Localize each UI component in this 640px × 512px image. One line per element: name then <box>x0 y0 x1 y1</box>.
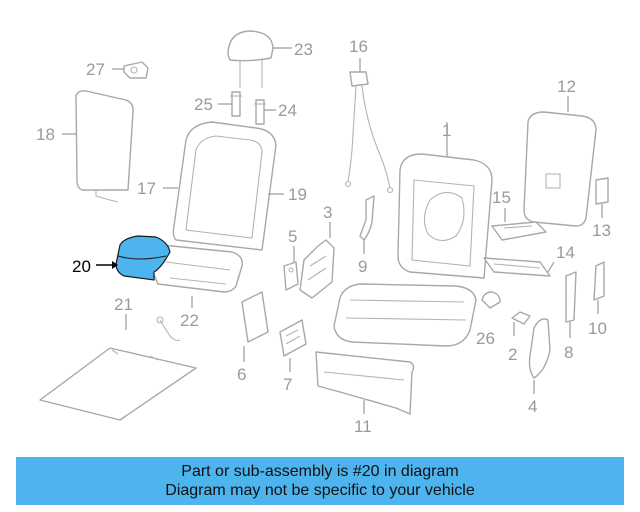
callout-21: 21 <box>114 295 133 314</box>
part-18-back-panel <box>62 90 134 203</box>
part-4-trim <box>528 318 551 394</box>
part-8-rail <box>565 271 577 338</box>
part-25-guide <box>218 91 242 117</box>
callout-4: 4 <box>528 397 537 416</box>
callout-24: 24 <box>278 101 297 120</box>
info-banner: Part or sub-assembly is #20 in diagram D… <box>16 457 624 505</box>
part-26-knob <box>481 291 501 309</box>
part-13-clip <box>595 177 609 218</box>
part-16-cable <box>344 58 394 194</box>
part-7-panel <box>279 319 307 372</box>
callout-15: 15 <box>492 188 511 207</box>
part-9-bracket <box>359 195 375 254</box>
callout-8: 8 <box>564 343 573 362</box>
callout-22: 22 <box>180 311 199 330</box>
part-2-clip <box>511 311 531 336</box>
part-15-bracket <box>491 208 547 241</box>
callout-26: 26 <box>476 329 495 348</box>
callout-19: 19 <box>288 185 307 204</box>
callout-1: 1 <box>442 121 451 140</box>
callout-2: 2 <box>508 345 517 364</box>
part-11-rail-panel <box>315 351 415 415</box>
part-23-headrest <box>227 30 292 88</box>
callout-18: 18 <box>36 125 55 144</box>
part-20-seat-cushion-highlighted <box>96 235 171 281</box>
callout-27: 27 <box>86 60 105 79</box>
callout-10: 10 <box>588 319 607 338</box>
callout-16: 16 <box>349 37 368 56</box>
info-banner-line-2: Diagram may not be specific to your vehi… <box>165 482 475 499</box>
part-21-floor-panel <box>39 314 197 421</box>
callout-12: 12 <box>557 77 576 96</box>
part-22-seat-frame <box>151 243 243 308</box>
part-10-rail <box>593 261 605 314</box>
callout-25: 25 <box>194 95 213 114</box>
part-14-bracket <box>483 257 555 277</box>
parts-diagram: 23 16 27 12 25 24 1 18 17 19 15 3 13 5 1… <box>36 30 611 436</box>
callout-13: 13 <box>592 221 611 240</box>
callout-23: 23 <box>294 40 313 59</box>
callout-3: 3 <box>323 203 332 222</box>
part-1-seat-frame <box>333 122 493 347</box>
part-12-rear-panel <box>523 96 597 227</box>
part-17-19-seatback <box>163 121 284 251</box>
callout-6: 6 <box>237 365 246 384</box>
part-24-guide <box>254 99 276 125</box>
part-6-panel <box>241 291 269 362</box>
callout-11: 11 <box>354 417 372 436</box>
part-5-bracket <box>283 246 299 291</box>
part-27-clip <box>112 61 149 79</box>
callout-20: 20 <box>72 257 91 276</box>
callout-7: 7 <box>283 375 292 394</box>
callout-14: 14 <box>556 243 575 262</box>
callout-17: 17 <box>137 179 156 198</box>
callout-5: 5 <box>288 227 297 246</box>
info-banner-line-1: Part or sub-assembly is #20 in diagram <box>181 463 459 480</box>
part-3-trim <box>299 222 335 299</box>
callout-9: 9 <box>358 257 367 276</box>
